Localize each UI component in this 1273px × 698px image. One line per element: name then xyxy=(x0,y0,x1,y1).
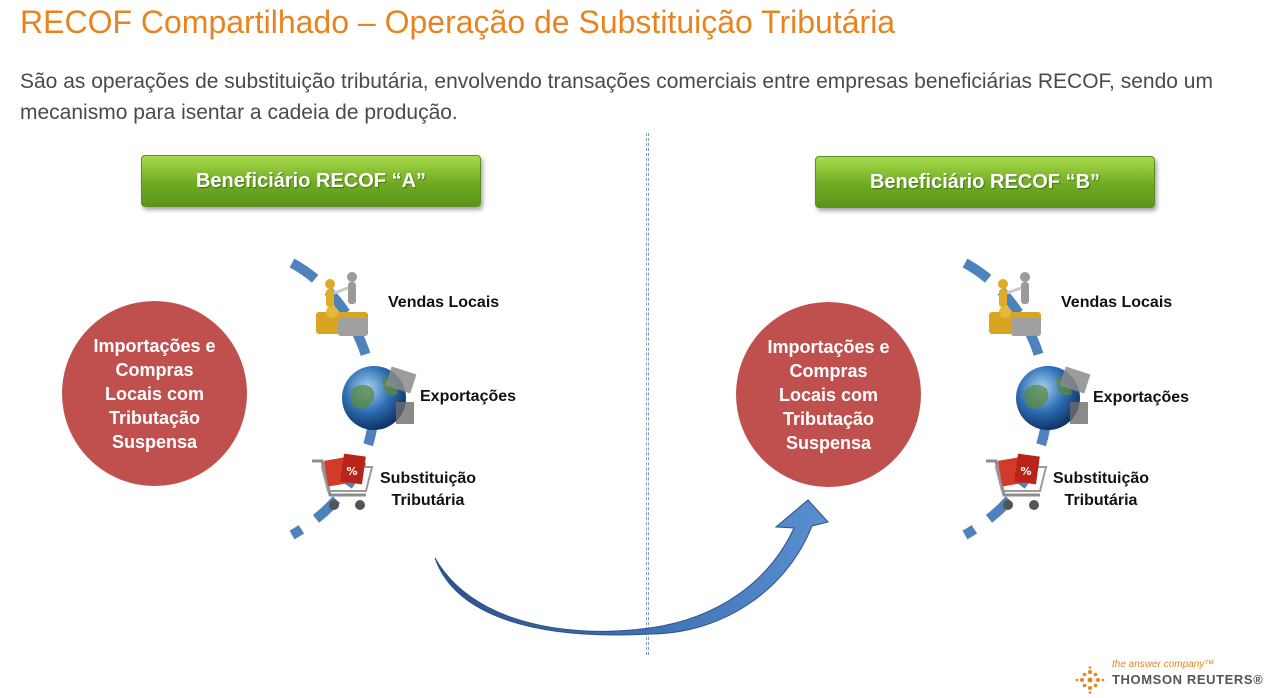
globe-icon xyxy=(338,362,418,432)
slide-subtitle: São as operações de substituição tributá… xyxy=(20,70,1213,124)
beneficiary-a-item-label: Exportações xyxy=(420,388,517,405)
beneficiary-a-header: Beneficiário RECOF “A” xyxy=(141,155,481,207)
beneficiary-b-item-label: Exportações xyxy=(1093,389,1190,406)
puzzle-people-icon xyxy=(985,268,1045,343)
center-divider xyxy=(646,133,649,655)
logo-name: THOMSON REUTERS® xyxy=(1112,672,1264,687)
beneficiary-a-item-label: Vendas Locais xyxy=(388,294,500,311)
beneficiary-a-circle: Importações e Compras Locais com Tributa… xyxy=(62,301,247,486)
beneficiary-a-item-label: Substituição Tributária xyxy=(380,470,477,509)
globe-icon xyxy=(1012,362,1092,432)
slide-title: RECOF Compartilhado – Operação de Substi… xyxy=(20,4,896,40)
shopping-cart-icon xyxy=(308,453,378,518)
beneficiary-b-header: Beneficiário RECOF “B” xyxy=(815,156,1155,208)
beneficiary-b-circle: Importações e Compras Locais com Tributa… xyxy=(736,302,921,487)
puzzle-people-icon xyxy=(312,268,372,343)
beneficiary-b-item-label: Vendas Locais xyxy=(1061,294,1173,311)
beneficiary-b-item-label: Substituição Tributária xyxy=(1053,470,1150,509)
transfer-arrow xyxy=(434,499,829,636)
thomson-reuters-logo-icon xyxy=(1075,666,1105,694)
shopping-cart-icon xyxy=(982,453,1052,518)
logo-tagline: the answer company™ xyxy=(1112,659,1215,670)
